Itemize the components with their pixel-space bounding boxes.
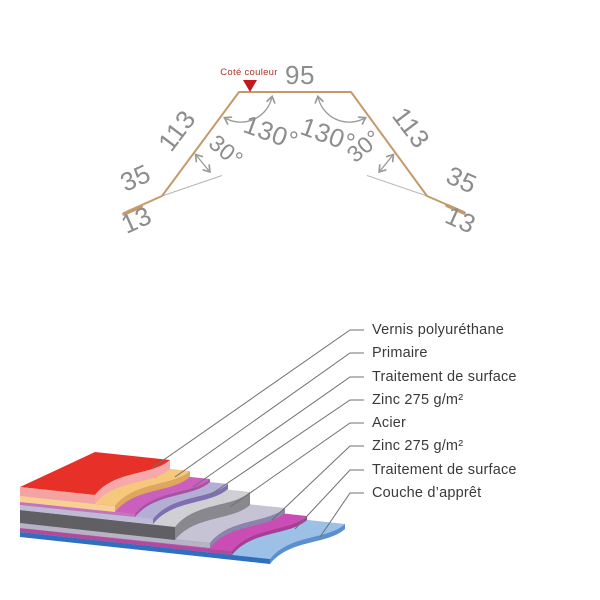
layer-riser <box>270 524 345 564</box>
dim-slope-right: 113 <box>386 101 436 153</box>
leader-lines <box>151 329 364 538</box>
layer-front <box>20 487 95 504</box>
layer-front <box>20 496 115 512</box>
hem-left <box>122 204 143 216</box>
layer-riser <box>175 492 250 540</box>
layer-riser <box>135 479 210 517</box>
dim-slope-left: 113 <box>152 104 202 156</box>
layer-top <box>20 452 170 495</box>
label-primaire: Primaire <box>372 345 428 361</box>
label-vernis: Vernis polyuréthane <box>372 322 504 338</box>
layer-riser <box>95 460 170 504</box>
dim-foot-left: 35 <box>116 158 156 198</box>
layer-riser <box>153 484 228 524</box>
layer-riser <box>232 516 307 555</box>
leader-couche-appret <box>319 492 364 538</box>
arc-130-left <box>223 94 276 125</box>
label-acier: Acier <box>372 415 406 431</box>
layer-vernis <box>20 452 170 504</box>
layer-front <box>20 505 153 524</box>
leader-traitement-haut <box>192 376 364 488</box>
layer-front <box>20 532 270 564</box>
leader-vernis <box>151 329 364 469</box>
label-zinc-bas: Zinc 275 g/m² <box>372 438 463 454</box>
arc-130-right <box>314 94 367 125</box>
layer-riser <box>115 471 190 512</box>
leader-acier <box>229 422 364 508</box>
label-traitement-bas: Traitement de surface <box>372 462 517 478</box>
dim-top-width: 95 <box>285 60 315 90</box>
label-zinc-haut: Zinc 275 g/m² <box>372 392 463 408</box>
leader-zinc-bas <box>271 445 364 521</box>
dim-hem-left: 13 <box>117 200 157 240</box>
arrow-30-left <box>194 153 211 174</box>
angle-guide-left <box>161 175 223 197</box>
coating-layers-diagram: Vernis polyuréthane Primaire Traitement … <box>20 322 517 564</box>
leader-primaire <box>174 352 364 478</box>
leader-zinc-haut <box>209 399 364 496</box>
color-side-label: Coté couleur <box>220 67 277 78</box>
dim-angle-top-left: 130° <box>240 109 303 156</box>
layer-front <box>20 510 175 540</box>
leader-traitement-bas <box>294 469 364 530</box>
dim-foot-right: 35 <box>442 160 482 200</box>
layer-riser <box>210 508 285 548</box>
hem-right <box>445 203 466 215</box>
label-couche-appret: Couche d’apprêt <box>372 485 481 501</box>
layer-front <box>20 502 135 517</box>
label-traitement-haut: Traitement de surface <box>372 369 517 385</box>
layer-front <box>20 528 232 555</box>
layer-front <box>20 523 210 548</box>
profile-diagram: Coté couleur 95 113 113 35 35 13 13 130°… <box>116 60 482 240</box>
profile-outline <box>123 91 465 214</box>
layer-labels: Vernis polyuréthane Primaire Traitement … <box>372 322 517 501</box>
angle-guide-right <box>366 175 428 197</box>
color-side-marker-icon <box>243 80 257 92</box>
arrow-30-right <box>378 153 395 174</box>
